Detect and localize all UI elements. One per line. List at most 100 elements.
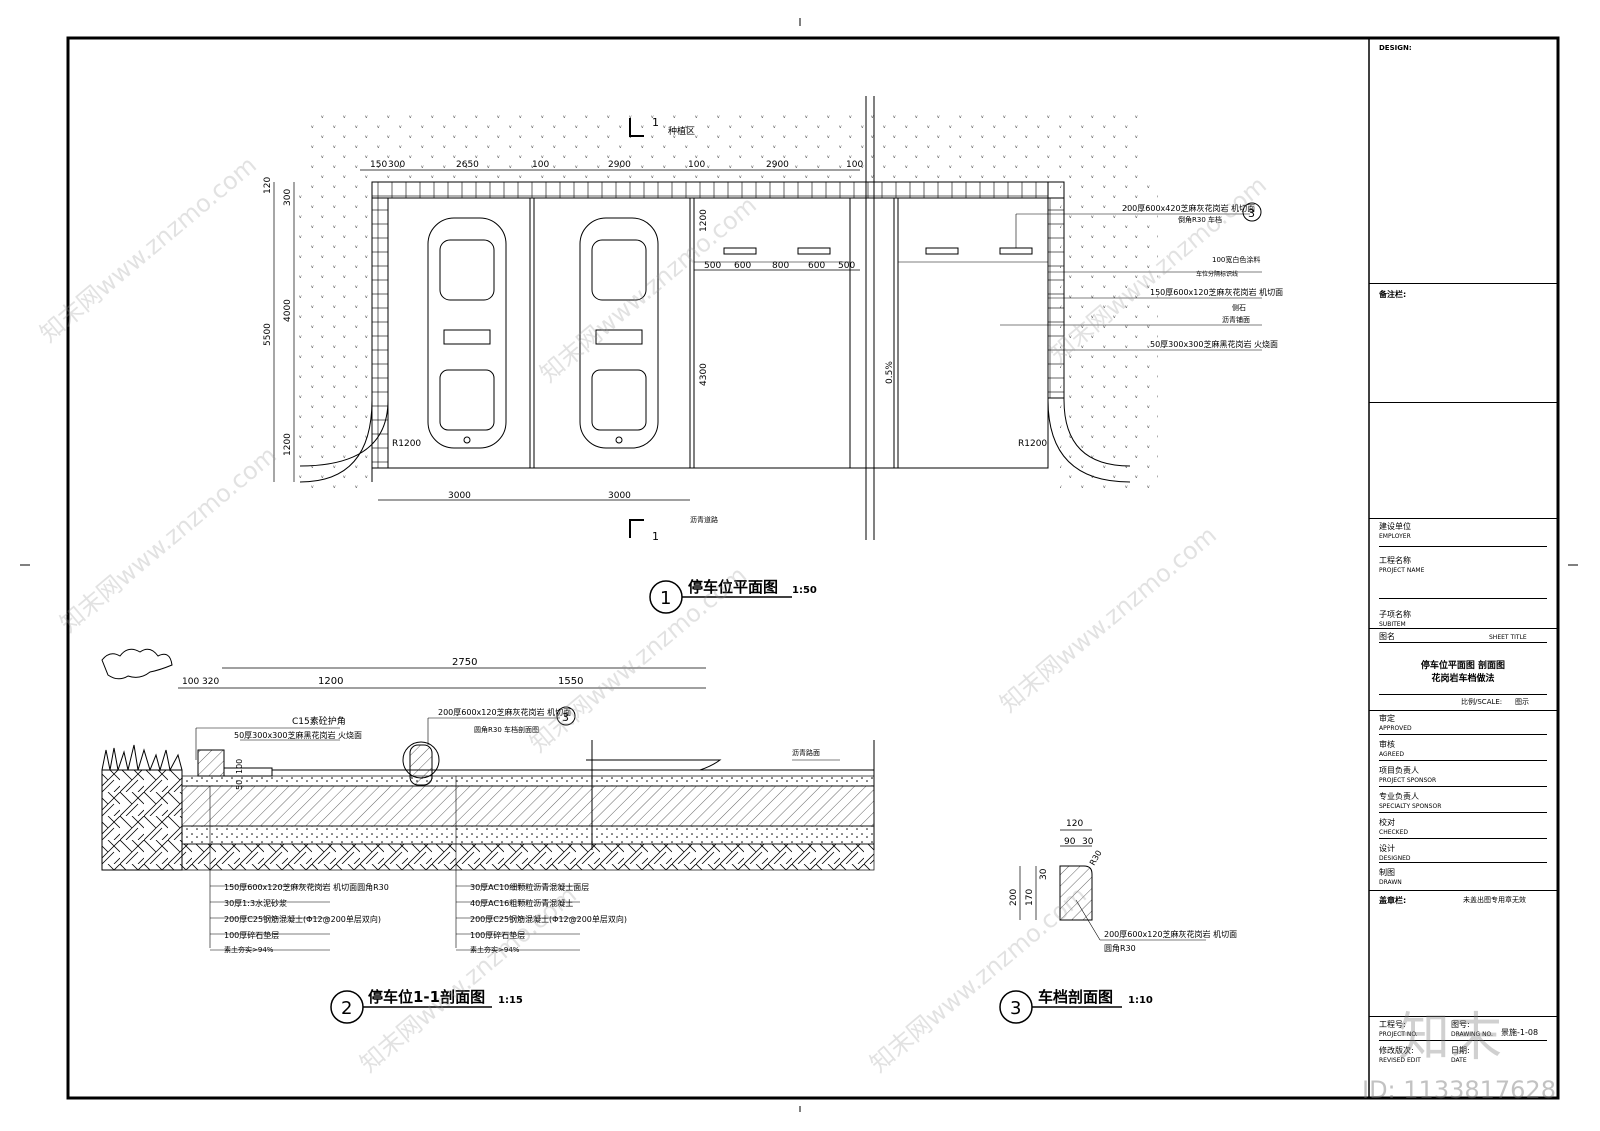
dim-label: 1200: [699, 209, 709, 232]
layer-note: 100厚碎石垫层: [470, 930, 525, 940]
project-no-label: 工程号:PROJECT NO.: [1379, 1020, 1418, 1038]
title-number: 3: [1010, 998, 1021, 1019]
dim-label: 1200: [318, 676, 343, 687]
dim-label: 120: [1066, 819, 1083, 829]
car-icon: [579, 217, 659, 449]
stop-note: 200厚600x120芝麻灰花岗岩 机切面: [1104, 929, 1237, 939]
dim-label: 2900: [766, 160, 789, 170]
dim-label: 4300: [699, 363, 709, 386]
drawing-scale: 1:50: [792, 585, 817, 596]
dim-label: 200: [1009, 889, 1019, 906]
scale-value: 图示: [1515, 698, 1529, 706]
plan-note: 侧石: [1232, 303, 1246, 312]
layer-note: 素土夯实>94%: [470, 945, 520, 954]
dim-label: 4000: [283, 299, 293, 322]
section-note: 50厚300x300芝麻黑花岗岩 火烧面: [234, 730, 362, 740]
plan-note: 50厚300x300芝麻黑花岗岩 火烧面: [1150, 339, 1278, 349]
watermark-id: ID: 1133817628: [1362, 1076, 1556, 1104]
dim-label: 30: [1039, 868, 1049, 880]
layer-note: 150厚600x120芝麻灰花岗岩 机切面圆角R30: [224, 882, 389, 892]
wheel-stop-section: 120 90 30 30 200 170 R30 200厚600x120芝麻灰花…: [999, 819, 1237, 1024]
plan-note: 倒角R30 车档: [1178, 215, 1222, 224]
parking-plan: 1 1 种植区 150 300 2650 100 2900 100 2900 1…: [263, 96, 1283, 614]
dim-label: 100: [846, 160, 863, 170]
dim-label: 800: [772, 261, 789, 271]
stop-note: 圆角R30: [1104, 943, 1136, 953]
seal-label: 盖章栏:: [1379, 896, 1407, 905]
section-note: 200厚600x120芝麻灰花岗岩 机切面: [438, 707, 571, 717]
dim-label: 5500: [263, 323, 273, 346]
drawing-no-label: 图号:DRAWING NO.: [1451, 1020, 1493, 1038]
drawing-no-value: 景施-1-08: [1501, 1028, 1539, 1037]
date-label: 日期:DATE: [1451, 1046, 1470, 1064]
parking-section: 2750 100 320 1200 1550 C15素砼护角 50厚300x30…: [101, 648, 875, 1024]
layer-note: 40厚AC16粗颗粒沥青混凝土: [470, 898, 573, 908]
dim-label: 300: [283, 189, 293, 206]
scale-label: 比例/SCALE:: [1461, 698, 1503, 706]
layer-note: 30厚AC10细颗粒沥青混凝土面层: [470, 882, 589, 892]
dim-label: 1550: [558, 676, 583, 687]
radius-label: R1200: [1018, 439, 1047, 449]
dim-label: 100: [182, 677, 199, 687]
dim-label: 500: [838, 261, 855, 271]
dim-label: 120: [263, 177, 273, 194]
dim-label: 3000: [608, 491, 631, 501]
plan-note: 车位分隔标识线: [1196, 270, 1238, 278]
slope-label: 0.5%: [885, 361, 895, 384]
layer-note: 30厚1:3水泥砂浆: [224, 898, 287, 908]
dim-label: 100: [532, 160, 549, 170]
plan-note: 200厚600x420芝麻灰花岗岩 机切面: [1122, 203, 1255, 213]
layer-note: 100厚碎石垫层: [224, 930, 279, 940]
plan-note: 100宽白色涂料: [1212, 255, 1260, 264]
sheet-border: [66, 36, 1560, 1100]
dim-label: 100: [235, 759, 244, 774]
callout-number: 3: [1248, 207, 1255, 220]
sheet-title-line1: 停车位平面图 剖面图: [1420, 661, 1506, 671]
section-note: C15素砼护角: [292, 715, 346, 727]
title-number: 1: [660, 588, 671, 609]
sheet-title-label-en: SHEET TITLE: [1489, 634, 1527, 641]
section-note: 圆角R30 车档剖面图: [474, 725, 539, 734]
layer-note: 素土夯实>94%: [224, 945, 274, 954]
section-mark-label: 1: [652, 530, 659, 543]
title-number: 2: [341, 998, 352, 1019]
dim-label: 320: [202, 677, 219, 687]
dim-label: 170: [1025, 889, 1035, 906]
dim-label: R30: [1088, 849, 1104, 867]
dim-label: 300: [388, 160, 405, 170]
dim-label: 100: [688, 160, 705, 170]
remarks-label: 备注栏:: [1379, 290, 1407, 299]
dim-label: 1200: [283, 433, 293, 456]
dim-label: 2650: [456, 160, 479, 170]
section-note: 沥青路面: [792, 748, 820, 757]
drawing-title: 停车位1-1剖面图: [368, 988, 485, 1006]
car-icon: [427, 217, 507, 449]
dim-label: 2750: [452, 657, 477, 668]
dim-label: 90: [1064, 837, 1076, 847]
drawing-scale: 1:10: [1128, 995, 1153, 1006]
layer-note: 200厚C25钢筋混凝土(Φ12@200单层双向): [470, 914, 627, 924]
sheet-title-label: 图名: [1379, 632, 1395, 641]
plan-note: 150厚600x120芝麻灰花岗岩 机切面: [1150, 287, 1283, 297]
road-label: 沥青道路: [690, 515, 718, 524]
dim-label: 50: [235, 780, 244, 790]
dim-label: 600: [808, 261, 825, 271]
dim-label: 3000: [448, 491, 471, 501]
plan-note: 沥青铺面: [1222, 315, 1250, 324]
drawing-scale: 1:15: [498, 995, 523, 1006]
watermark-logo: 知末: [1398, 1008, 1503, 1068]
dim-label: 2900: [608, 160, 631, 170]
dim-label: 600: [734, 261, 751, 271]
